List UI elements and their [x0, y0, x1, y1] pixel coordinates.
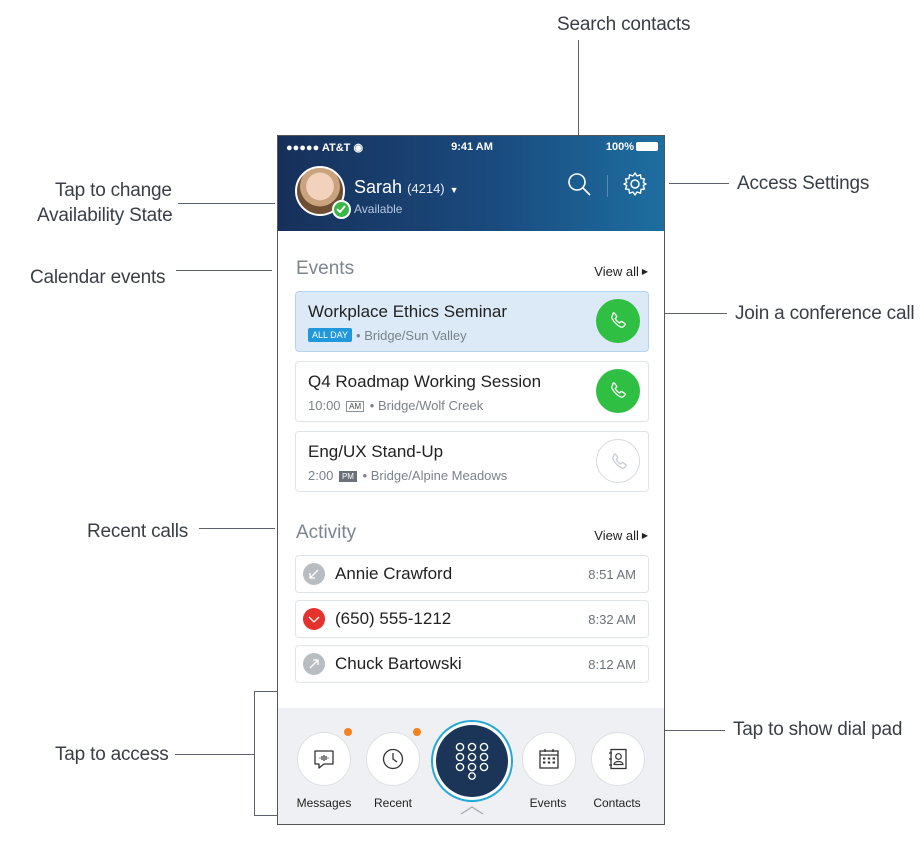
callout-availability-line1: Tap to change: [55, 180, 172, 201]
callout-line-search: [578, 40, 580, 190]
carrier: ●●●●● AT&T ◉: [286, 142, 364, 154]
battery: 100%: [606, 141, 658, 153]
event-title: Workplace Ethics Seminar: [308, 302, 508, 321]
events-heading: Events: [296, 258, 355, 279]
chevron-up-icon[interactable]: [460, 805, 484, 815]
tab-recent[interactable]: [366, 732, 420, 786]
event-details: 2:00 PM • Bridge/Alpine Meadows: [308, 468, 508, 483]
app-header: ●●●●● AT&T ◉ 9:41 AM 100% Sarah (4214) ▼…: [278, 136, 664, 231]
callout-recent-calls: Recent calls: [87, 521, 189, 542]
tab-label: Recent: [373, 796, 413, 810]
available-check-icon: [332, 200, 351, 219]
tab-label: Events: [529, 796, 567, 810]
battery-icon: [636, 142, 658, 151]
event-details: 10:00 AM • Bridge/Wolf Creek: [308, 398, 484, 413]
tab-messages[interactable]: [297, 732, 351, 786]
missed-call-icon: [303, 608, 325, 630]
callout-line-access: [175, 754, 255, 756]
activity-name: Chuck Bartowski: [335, 654, 462, 673]
tab-contacts[interactable]: [591, 732, 645, 786]
event-card[interactable]: Eng/UX Stand-Up 2:00 PM • Bridge/Alpine …: [295, 431, 649, 492]
callout-line-recent: [199, 528, 275, 530]
bracket-vertical: [254, 691, 256, 816]
join-call-button-disabled[interactable]: [596, 439, 640, 483]
callout-line-join: [640, 313, 727, 315]
callout-line-availability: [178, 203, 275, 205]
tab-label: Messages: [296, 796, 352, 810]
callout-join-conference: Join a conference call: [735, 303, 915, 324]
user-extension: (4214): [407, 181, 445, 196]
join-call-button[interactable]: [596, 299, 640, 343]
callout-line-calendar: [176, 270, 272, 272]
event-title: Q4 Roadmap Working Session: [308, 372, 542, 391]
dropdown-caret-icon: ▼: [449, 185, 459, 195]
activity-row[interactable]: Annie Crawford 8:51 AM: [295, 555, 649, 593]
join-call-button[interactable]: [596, 369, 640, 413]
caret-right-icon: ▶: [641, 267, 648, 276]
activity-name: (650) 555-1212: [335, 609, 452, 628]
callout-search-contacts: Search contacts: [557, 14, 691, 35]
tab-events[interactable]: [522, 732, 576, 786]
gear-icon[interactable]: [622, 171, 648, 197]
activity-time: 8:12 AM: [588, 657, 636, 672]
status-time: 9:41 AM: [451, 141, 493, 153]
recent-notification-dot: [413, 728, 421, 736]
activity-row[interactable]: Chuck Bartowski 8:12 AM: [295, 645, 649, 683]
event-card[interactable]: Q4 Roadmap Working Session 10:00 AM • Br…: [295, 361, 649, 422]
callout-access-settings: Access Settings: [737, 173, 870, 194]
activity-time: 8:32 AM: [588, 612, 636, 627]
callout-dial-pad: Tap to show dial pad: [733, 719, 903, 740]
event-card[interactable]: Workplace Ethics Seminar ALL DAY• Bridge…: [295, 291, 649, 352]
tab-label: Contacts: [593, 796, 641, 810]
activity-row[interactable]: (650) 555-1212 8:32 AM: [295, 600, 649, 638]
pm-badge: PM: [338, 471, 357, 482]
activity-heading: Activity: [296, 522, 357, 543]
wifi-icon: ◉: [353, 142, 364, 154]
phone-screen: ●●●●● AT&T ◉ 9:41 AM 100% Sarah (4214) ▼…: [277, 135, 665, 825]
activity-view-all[interactable]: View all▶: [594, 528, 648, 543]
outgoing-call-icon: [303, 653, 325, 675]
events-view-all[interactable]: View all▶: [594, 264, 648, 279]
user-name: Sarah: [354, 177, 403, 197]
activity-name: Annie Crawford: [335, 564, 453, 583]
activity-time: 8:51 AM: [588, 567, 636, 582]
callout-availability-line2: Availability State: [37, 205, 173, 226]
status-bar: ●●●●● AT&T ◉ 9:41 AM 100%: [286, 141, 658, 155]
am-badge: AM: [346, 401, 365, 412]
incoming-call-icon: [303, 563, 325, 585]
callout-tap-to-access: Tap to access: [55, 744, 169, 765]
event-details: ALL DAY• Bridge/Sun Valley: [308, 328, 467, 343]
bracket-bottom: [254, 815, 277, 817]
callout-line-settings: [669, 183, 729, 185]
bracket-top: [254, 691, 277, 693]
search-icon[interactable]: [566, 171, 592, 197]
availability-state[interactable]: Available: [354, 202, 403, 216]
dialpad-button[interactable]: [436, 725, 508, 797]
user-name-selector[interactable]: Sarah (4214) ▼: [354, 177, 459, 198]
caret-right-icon: ▶: [641, 531, 648, 540]
event-title: Eng/UX Stand-Up: [308, 442, 444, 461]
tab-bar: Messages Recent Events Contacts: [278, 708, 664, 824]
messages-notification-dot: [344, 728, 352, 736]
callout-calendar-events: Calendar events: [30, 267, 166, 288]
all-day-badge: ALL DAY: [308, 328, 353, 342]
header-divider: [607, 175, 608, 197]
